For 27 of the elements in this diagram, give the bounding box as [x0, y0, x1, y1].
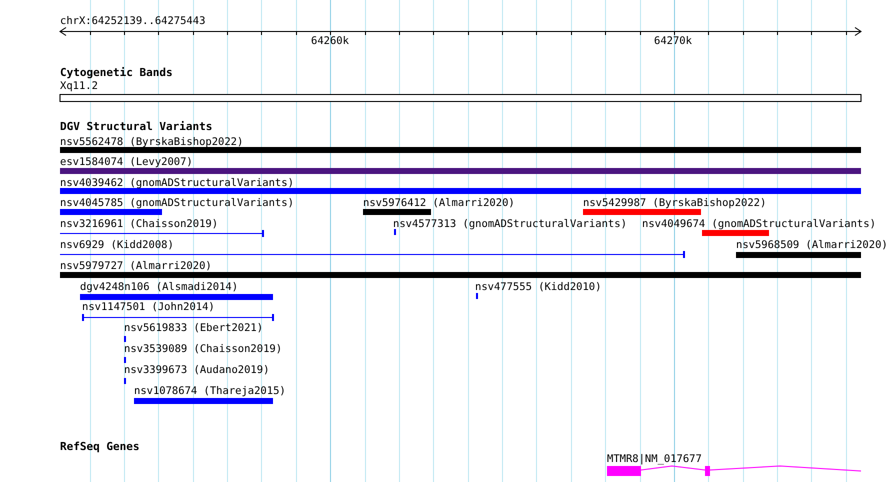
variant-label: nsv477555 (Kidd2010): [475, 281, 602, 293]
band-label: Xq11.2: [60, 80, 98, 92]
variant-label: nsv5979727 (Almarri2020): [60, 260, 212, 272]
variant-label: esv1584074 (Levy2007): [60, 156, 193, 168]
variant-label: nsv5976412 (Almarri2020): [363, 197, 515, 209]
variant-label: nsv3216961 (Chaisson2019): [60, 218, 218, 230]
variant-label: nsv6929 (Kidd2008): [60, 239, 174, 251]
tick-label: 64260k: [311, 35, 349, 47]
tick-label: 64270k: [654, 35, 692, 47]
variant-label: dgv4248n106 (Alsmadi2014): [80, 281, 238, 293]
track-title: Cytogenetic Bands: [60, 67, 173, 79]
coord-label: chrX:64252139..64275443: [60, 15, 206, 27]
variant-label: nsv5429987 (ByrskaBishop2022): [583, 197, 766, 209]
variant-label: nsv5619833 (Ebert2021): [124, 322, 264, 334]
variant-label: nsv3539089 (Chaisson2019): [124, 343, 282, 355]
variant-label: nsv4045785 (gnomADStructuralVariants): [60, 197, 294, 209]
variant-label: nsv5562478 (ByrskaBishop2022): [60, 136, 244, 148]
variant-label: nsv1147501 (John2014): [82, 301, 215, 313]
gene-label: MTMR8|NM_017677: [607, 453, 702, 465]
variant-label: nsv3399673 (Audano2019): [124, 364, 270, 376]
variant-label: nsv4039462 (gnomADStructuralVariants): [60, 177, 294, 189]
variant-label: nsv1078674 (Thareja2015): [134, 385, 286, 397]
track-title: RefSeq Genes: [60, 441, 140, 453]
variant-label: nsv4049674 (gnomADStructuralVariants): [642, 218, 876, 230]
track-title: DGV Structural Variants: [60, 121, 212, 133]
variant-label: nsv4577313 (gnomADStructuralVariants): [393, 218, 627, 230]
variant-label: nsv5968509 (Almarri2020): [736, 239, 888, 251]
